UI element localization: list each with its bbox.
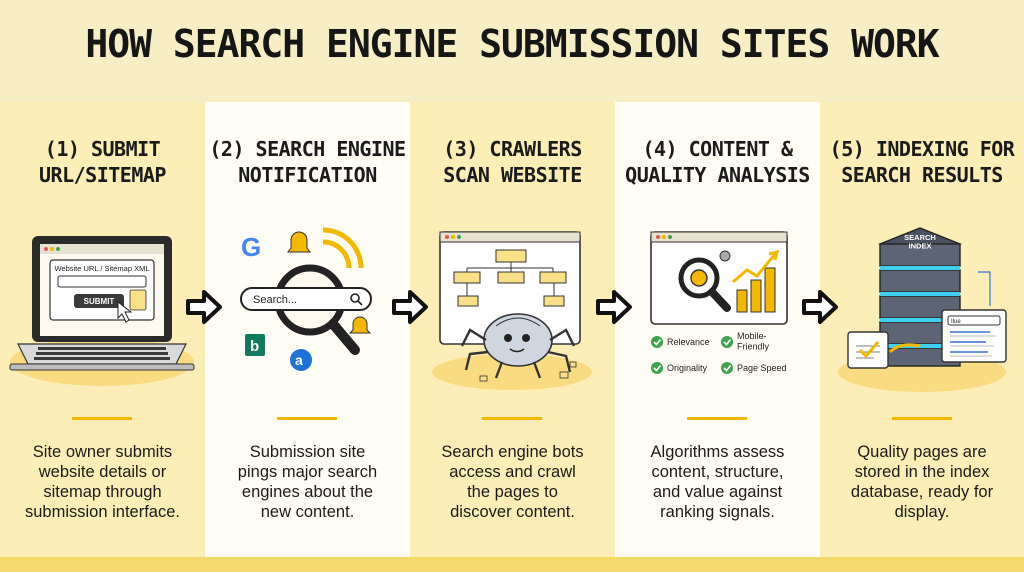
arrow-right-icon: [802, 290, 838, 324]
gear-icon: [690, 269, 708, 287]
bell-icon-2: [348, 316, 372, 334]
step-2-description: Submission site pings major search engin…: [237, 443, 378, 521]
bing-icon: [245, 334, 265, 356]
submit-button-label: SUBMIT: [84, 297, 115, 306]
spider-bot-icon: [483, 313, 553, 367]
analysis-illustration: Relevance Mobile-Friendly Originality Pa…: [650, 231, 788, 374]
google-icon: G: [241, 232, 261, 262]
database-server-icon: [878, 227, 962, 367]
svg-text:Originality: Originality: [667, 363, 708, 373]
step-1: (1) SUBMIT URL/SITEMAP Website URL / Sit…: [0, 102, 205, 557]
svg-text:Mobile-Friendly: Mobile-Friendly: [737, 331, 770, 351]
step-1-divider: [72, 417, 132, 420]
form-label: Website URL / Sitemap XML: [54, 264, 149, 273]
search-icon: [350, 293, 360, 303]
check-relevance: Relevance: [651, 336, 710, 348]
step-4: (4) CONTENT & QUALITY ANALYSIS Relevance: [615, 102, 820, 557]
check-mobile-friendly: Mobile-Friendly: [721, 331, 770, 351]
step-3-divider: [482, 417, 542, 420]
title-band: [0, 0, 1024, 102]
step-1-description: Site owner submits website details or si…: [25, 443, 180, 521]
step-4-title: (4) CONTENT & QUALITY ANALYSIS: [625, 137, 810, 187]
arrow-right-icon: [596, 290, 632, 324]
bottom-band: [0, 557, 1024, 572]
svg-text:Relevance: Relevance: [667, 337, 710, 347]
steps-row: (1) SUBMIT URL/SITEMAP Website URL / Sit…: [0, 102, 1024, 557]
step-4-description: Algorithms assess content, structure, an…: [650, 443, 785, 521]
svg-text:b: b: [250, 338, 259, 355]
page-title: HOW SEARCH ENGINE SUBMISSION SITES WORK: [85, 22, 939, 66]
file-icon: [129, 289, 147, 311]
step-3: (3) CRAWLERS SCAN WEBSITE: [410, 102, 615, 557]
step-5-divider: [892, 417, 952, 420]
svg-text:a: a: [295, 352, 303, 368]
step-4-divider: [687, 417, 747, 420]
page-document-icon: [847, 331, 889, 369]
check-icon: [651, 362, 663, 374]
cursor-icon: [117, 300, 133, 323]
submit-button[interactable]: [74, 294, 124, 308]
crawler-illustration: [432, 231, 592, 390]
results-query: Ilue: [951, 319, 961, 325]
step-2-divider: [277, 417, 337, 420]
step-1-title: (1) SUBMIT URL/SITEMAP: [39, 137, 166, 187]
check-page-speed: Page Speed: [721, 362, 787, 374]
check-icon: [721, 336, 733, 348]
step-5-description: Quality pages are stored in the index da…: [850, 443, 994, 521]
check-icon: [651, 336, 663, 348]
step-2-title: (2) SEARCH ENGINE NOTIFICATION: [209, 137, 406, 187]
step-3-description: Search engine bots access and crawl the …: [441, 443, 584, 521]
svg-text:Page Speed: Page Speed: [737, 363, 787, 373]
step-3-title: (3) CRAWLERS SCAN WEBSITE: [443, 137, 582, 187]
step-2: (2) SEARCH ENGINE NOTIFICATION G Search.…: [205, 102, 410, 557]
bell-icon: [287, 231, 311, 253]
search-bar[interactable]: [240, 287, 372, 311]
search-placeholder: Search...: [253, 294, 297, 306]
engine-icon: [290, 349, 312, 371]
laptop-submit-illustration: Website URL / Sitemap XML SUBMIT: [9, 236, 195, 386]
arrow-right-icon: [186, 290, 222, 324]
arrow-right-icon: [392, 290, 428, 324]
check-originality: Originality: [651, 362, 708, 374]
step-5-title: (5) INDEXING FOR SEARCH RESULTS: [829, 137, 1015, 187]
search-notification-illustration: G Search... b a: [240, 227, 372, 371]
check-icon: [721, 362, 733, 374]
